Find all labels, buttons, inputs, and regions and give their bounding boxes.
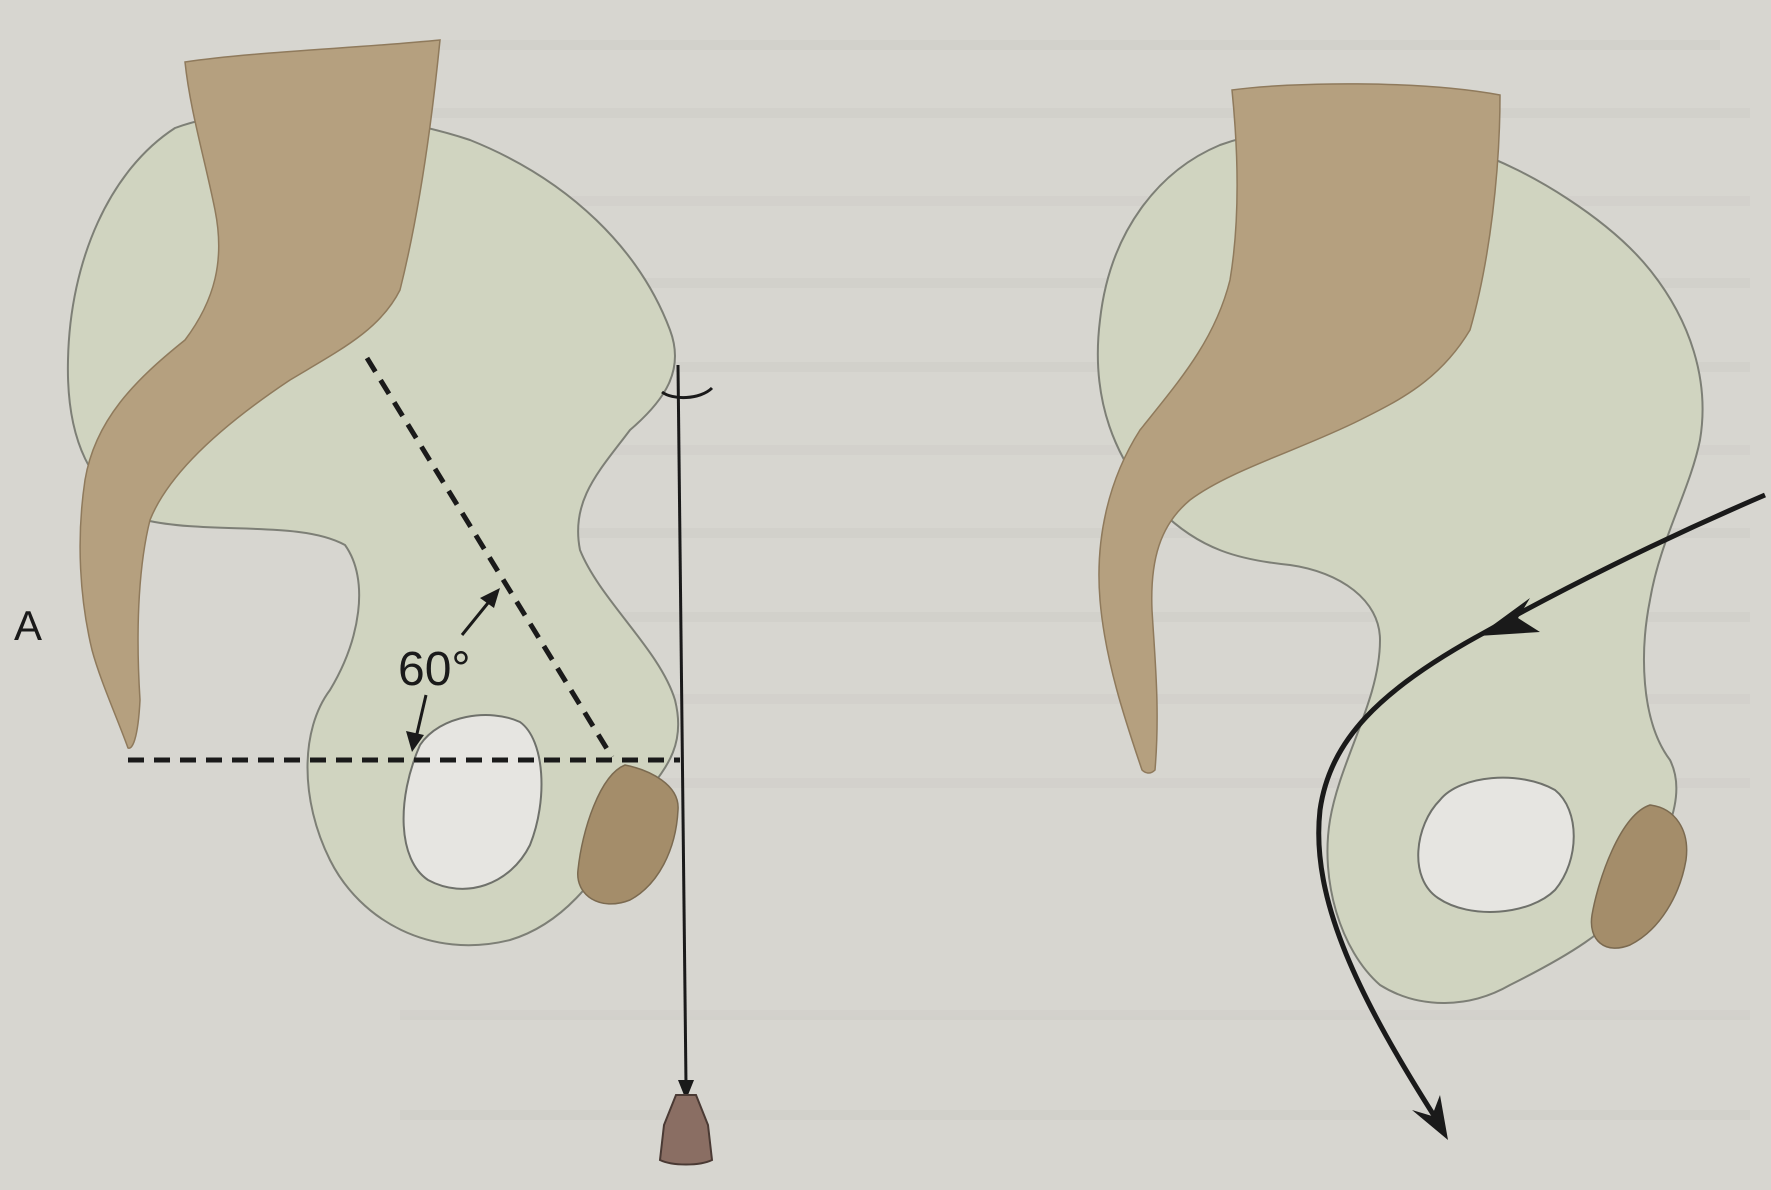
ghost-line <box>400 1010 1750 1020</box>
right-obturator-foramen <box>1418 778 1574 912</box>
ghost-line <box>400 1110 1750 1120</box>
plumb-bob-icon <box>660 1095 712 1165</box>
left-pelvis: 60° A <box>14 40 712 1165</box>
angle-label: 60° <box>398 643 471 696</box>
right-pelvis <box>1098 84 1765 1140</box>
ghost-line <box>400 108 1750 118</box>
ghost-line <box>420 40 1720 50</box>
panel-a-label: A <box>14 602 42 649</box>
